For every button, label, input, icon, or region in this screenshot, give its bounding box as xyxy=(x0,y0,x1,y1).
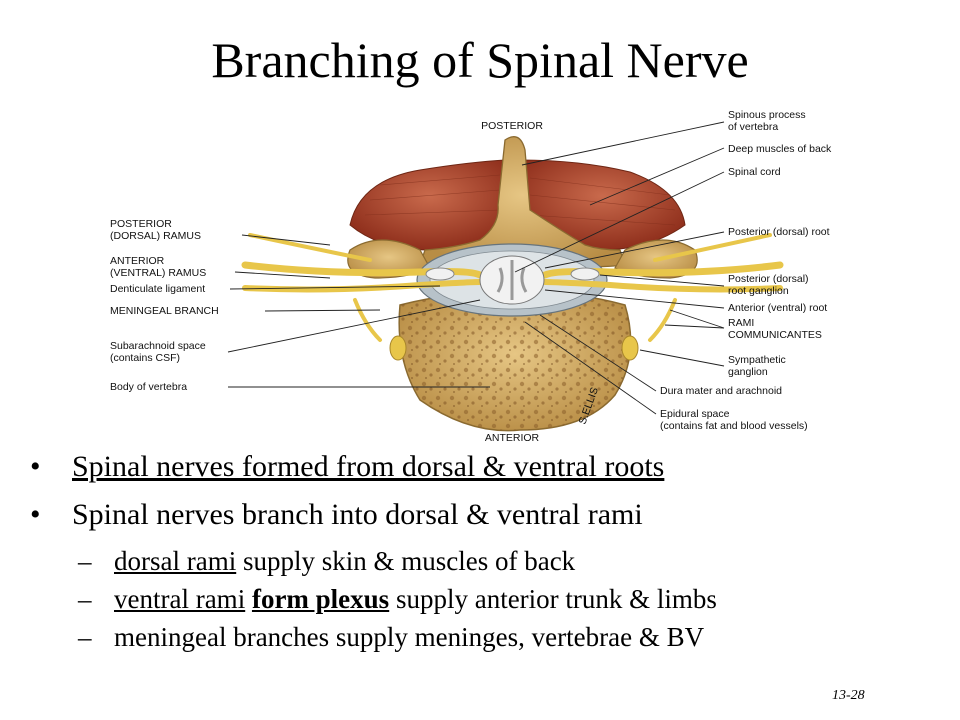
sympathetic-ganglion-right xyxy=(621,335,639,361)
label-rami-2: COMMUNICANTES xyxy=(728,329,822,341)
spinal-nerves xyxy=(241,233,784,342)
sub-bullet-space xyxy=(245,584,252,614)
bullet-item: • Spinal nerves formed from dorsal & ven… xyxy=(30,448,950,486)
root-ganglion-left xyxy=(425,267,455,281)
bullet-list: • Spinal nerves formed from dorsal & ven… xyxy=(30,448,950,654)
spinal-nerve-diagram: POSTERIOR ANTERIOR S.ELLIS POSTERIOR (DO… xyxy=(110,109,832,444)
label-deep-muscles: Deep muscles of back xyxy=(728,143,832,155)
label-epidural-2: (contains fat and blood vessels) xyxy=(660,420,808,432)
sub-bullet-text: meningeal branches supply meninges, vert… xyxy=(114,622,705,652)
label-anterior-ramus-1: ANTERIOR xyxy=(110,255,165,267)
label-subarachnoid-2: (contains CSF) xyxy=(110,352,180,364)
sub-bullet-dash: – xyxy=(78,546,92,576)
anterior-label: ANTERIOR xyxy=(485,432,540,444)
bullet-dot: • xyxy=(30,498,41,531)
sub-bullet-dash: – xyxy=(78,584,92,614)
label-anterior-ramus-2: (VENTRAL) RAMUS xyxy=(110,267,206,279)
sub-bullet-text: supply skin & muscles of back xyxy=(236,546,576,576)
label-denticulate: Denticulate ligament xyxy=(110,283,205,295)
label-body-vertebra: Body of vertebra xyxy=(110,381,187,393)
root-ganglion-right xyxy=(570,267,600,281)
label-rami-1: RAMI xyxy=(728,317,754,329)
sub-bullet-item: – dorsal rami supply skin & muscles of b… xyxy=(30,544,950,578)
label-meningeal-branch: MENINGEAL BRANCH xyxy=(110,305,219,317)
label-root-ganglion-2: root ganglion xyxy=(728,285,789,297)
sympathetic-ganglion-left xyxy=(389,335,407,361)
label-spinous-2: of vertebra xyxy=(728,121,778,133)
slide-title: Branching of Spinal Nerve xyxy=(211,32,749,88)
vertebral-body xyxy=(398,291,632,432)
sub-bullet-item: – ventral rami form plexus supply anteri… xyxy=(30,582,950,616)
label-spinal-cord: Spinal cord xyxy=(728,166,781,178)
bullet-item: • Spinal nerves branch into dorsal & ven… xyxy=(30,496,950,534)
sub-bullet-underlined: dorsal rami xyxy=(114,546,237,576)
label-epidural-1: Epidural space xyxy=(660,408,730,420)
label-posterior-root: Posterior (dorsal) root xyxy=(728,226,830,238)
label-spinous-1: Spinous process xyxy=(728,109,806,121)
label-sympathetic-1: Sympathetic xyxy=(728,354,786,366)
sub-bullet-bold: form plexus xyxy=(251,584,390,614)
slide-number: 13-28 xyxy=(832,688,865,703)
label-dura: Dura mater and arachnoid xyxy=(660,385,782,397)
spinal-cord xyxy=(479,255,545,305)
label-posterior-ramus-1: POSTERIOR xyxy=(110,218,172,230)
label-anterior-root: Anterior (ventral) root xyxy=(728,302,827,314)
bullet-text: Spinal nerves branch into dorsal & ventr… xyxy=(72,498,643,531)
sub-bullet-text: supply anterior trunk & limbs xyxy=(389,584,717,614)
bullet-text: Spinal nerves formed from dorsal & ventr… xyxy=(72,450,665,483)
label-sympathetic-2: ganglion xyxy=(728,366,768,378)
label-posterior-ramus-2: (DORSAL) RAMUS xyxy=(110,230,201,242)
label-subarachnoid-1: Subarachnoid space xyxy=(110,340,206,352)
bullet-dot: • xyxy=(30,450,41,483)
label-root-ganglion-1: Posterior (dorsal) xyxy=(728,273,809,285)
sub-bullet-underlined: ventral rami xyxy=(114,584,246,614)
sub-bullet-item: – meningeal branches supply meninges, ve… xyxy=(30,620,950,654)
posterior-label: POSTERIOR xyxy=(481,120,543,132)
sub-bullet-dash: – xyxy=(78,622,92,652)
